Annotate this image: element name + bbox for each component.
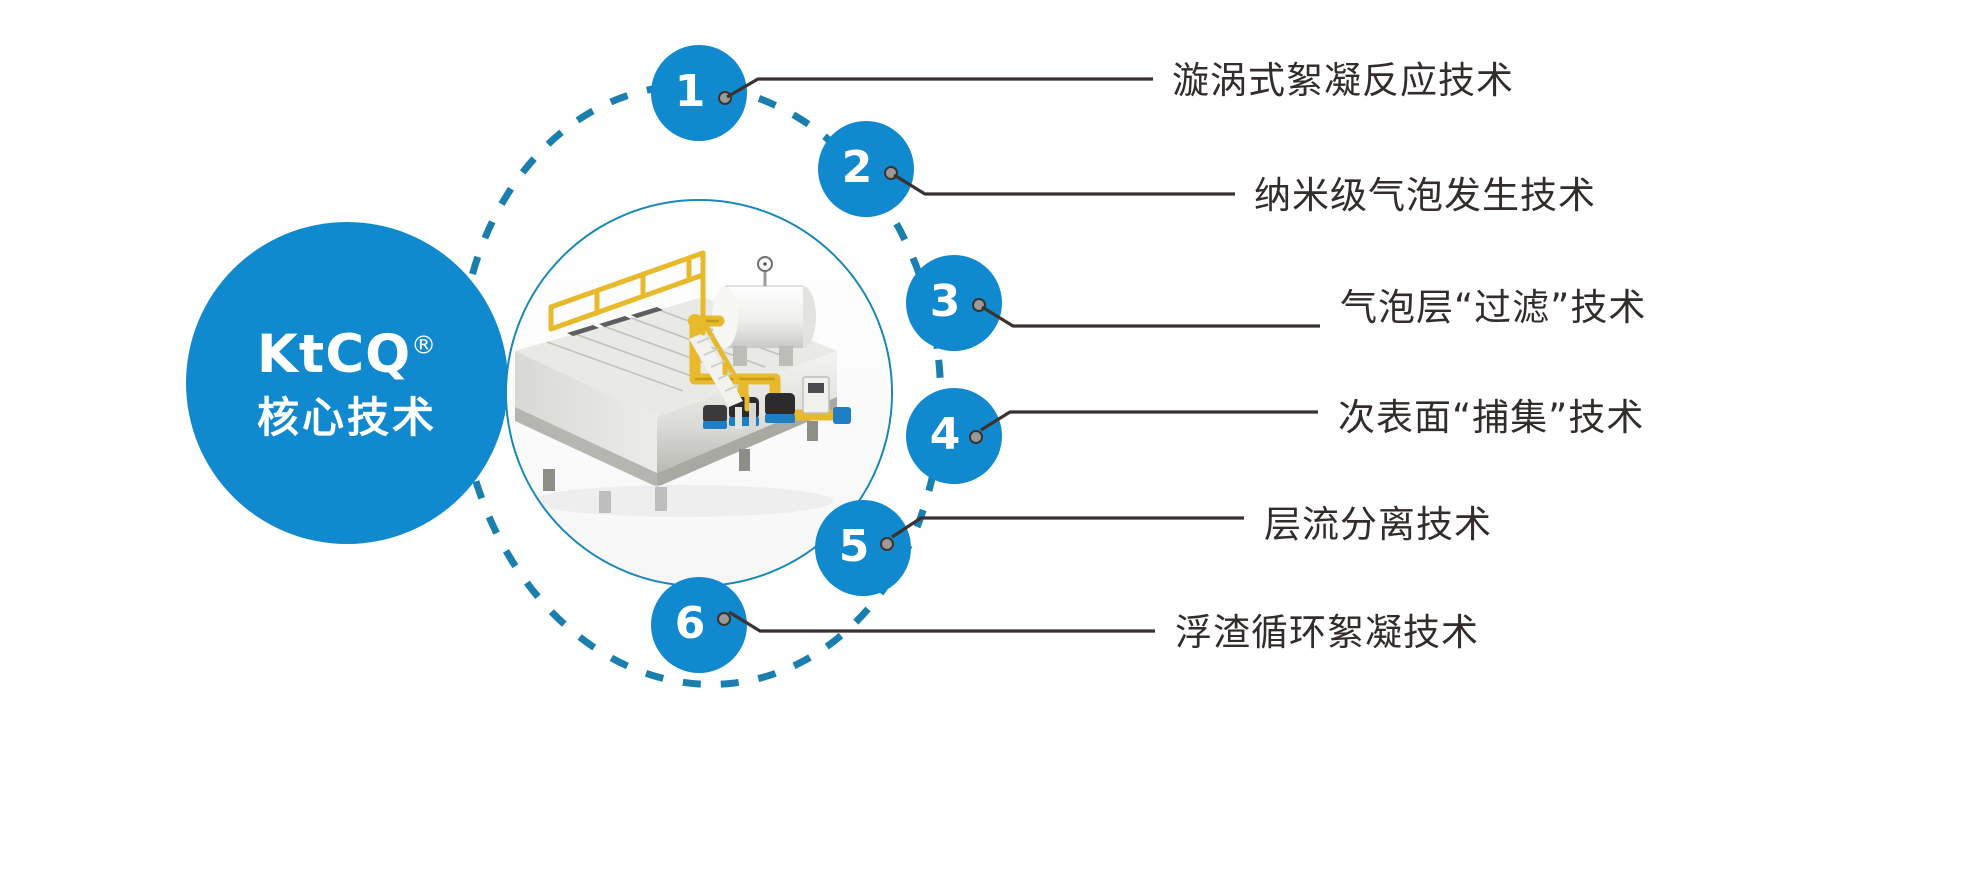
leader-dot-2 bbox=[884, 166, 898, 180]
leader-dot-1 bbox=[718, 91, 732, 105]
step-number-1: 1 bbox=[674, 66, 706, 117]
brand-name: KtCQ® bbox=[257, 328, 437, 381]
step-number-5: 5 bbox=[838, 521, 870, 572]
step-badge-6[interactable]: 6 bbox=[651, 577, 747, 673]
step-badge-2[interactable]: 2 bbox=[818, 121, 914, 217]
step-label-2: 纳米级气泡发生技术 bbox=[1254, 174, 1596, 217]
brand-circle: KtCQ® 核心技术 bbox=[186, 222, 508, 544]
step-badge-5[interactable]: 5 bbox=[815, 500, 911, 596]
brand-subtitle: 核心技术 bbox=[256, 392, 437, 442]
equipment-photo-circle bbox=[505, 199, 893, 587]
leader-dot-4 bbox=[969, 430, 983, 444]
step-number-4: 4 bbox=[929, 409, 961, 460]
step-badge-3[interactable]: 3 bbox=[906, 255, 1002, 351]
step-label-6: 浮渣循环絮凝技术 bbox=[1175, 611, 1479, 654]
step-label-4: 次表面“捕集”技术 bbox=[1338, 396, 1645, 439]
equipment-photo bbox=[507, 201, 891, 585]
registered-mark-icon: ® bbox=[411, 329, 438, 359]
leader-dot-6 bbox=[717, 612, 731, 626]
brand-name-text: KtCQ bbox=[256, 323, 412, 385]
step-number-6: 6 bbox=[674, 598, 706, 649]
step-number-3: 3 bbox=[929, 276, 961, 327]
step-badge-1[interactable]: 1 bbox=[651, 45, 747, 141]
step-label-1: 漩涡式絮凝反应技术 bbox=[1172, 59, 1514, 102]
step-badge-4[interactable]: 4 bbox=[906, 388, 1002, 484]
leader-dot-5 bbox=[880, 537, 894, 551]
leader-dot-3 bbox=[972, 298, 986, 312]
step-number-2: 2 bbox=[841, 142, 873, 193]
daf-machine-illustration bbox=[507, 201, 891, 585]
step-label-3: 气泡层“过滤”技术 bbox=[1340, 286, 1647, 329]
step-label-5: 层流分离技术 bbox=[1264, 503, 1492, 546]
